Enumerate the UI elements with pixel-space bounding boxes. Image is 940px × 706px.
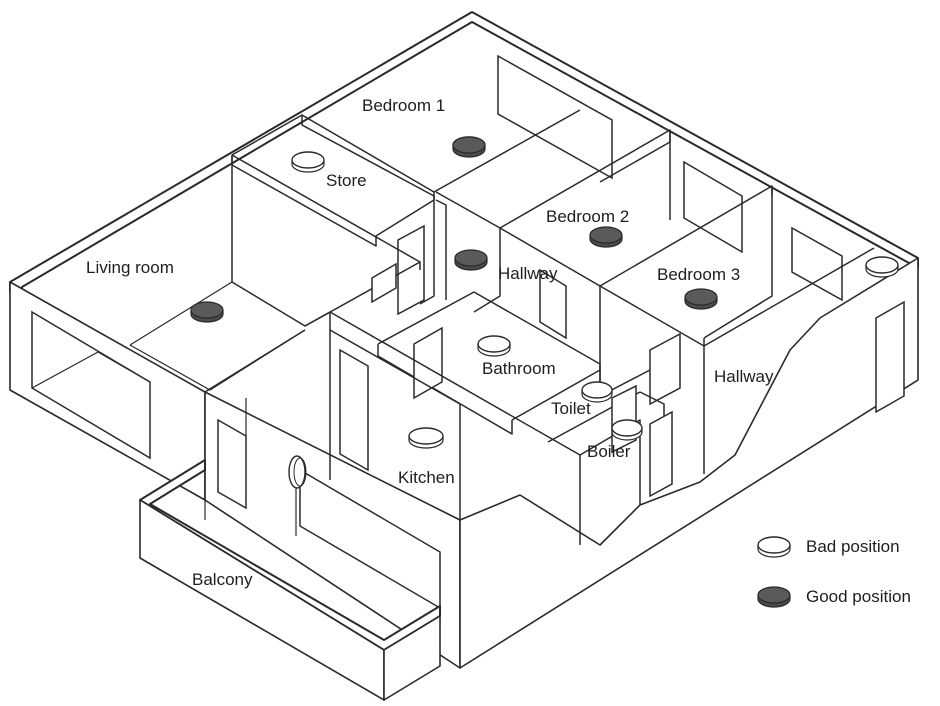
bedroom3-marker <box>684 288 718 310</box>
legend: Bad position Good position <box>757 536 911 608</box>
hallway-center-marker <box>454 249 488 271</box>
kitchen-marker <box>408 427 444 449</box>
label-boiler: Boiler <box>587 442 631 461</box>
bedroom3-window <box>791 226 843 302</box>
hallway-wall <box>435 191 501 313</box>
label-toilet: Toilet <box>551 399 591 418</box>
bedroom2-window <box>683 160 743 254</box>
bedroom2-marker <box>589 226 623 248</box>
legend-good-label: Good position <box>806 587 911 606</box>
store-door <box>397 224 425 316</box>
label-bedroom1: Bedroom 1 <box>362 96 445 115</box>
store-marker <box>291 151 325 173</box>
toilet-wall <box>511 369 601 421</box>
bedroom1-window <box>497 54 613 180</box>
label-hallway-right: Hallway <box>714 367 774 386</box>
label-balcony: Balcony <box>192 570 253 589</box>
boiler-wall <box>579 419 641 505</box>
legend-bad-label: Bad position <box>806 537 900 556</box>
window-sill-line <box>97 351 151 383</box>
bedroom3-divider <box>703 186 773 339</box>
window-sill-line <box>31 351 99 389</box>
kitchen-front-edge <box>329 329 461 520</box>
legend-good-marker <box>757 586 791 608</box>
label-bedroom3: Bedroom 3 <box>657 265 740 284</box>
front-right-outer-wall <box>459 257 919 669</box>
label-bedroom2: Bedroom 2 <box>546 207 629 226</box>
legend-bad-marker <box>757 536 791 558</box>
hallway-right-marker <box>865 256 899 278</box>
balcony-door-left <box>217 418 247 510</box>
living-room-floor-edge <box>129 281 233 346</box>
kitchen-back-wall <box>329 311 581 545</box>
bathroom-wall <box>377 344 513 435</box>
hallway-door <box>539 268 567 340</box>
store-front-wall <box>231 155 435 247</box>
kitchen-door <box>339 348 369 472</box>
bathroom-marker <box>477 335 511 357</box>
balcony-wall-marker <box>288 455 307 489</box>
label-bathroom: Bathroom <box>482 359 556 378</box>
bedroom1-marker <box>452 136 486 158</box>
living-room-marker <box>190 301 224 323</box>
living-room-door <box>371 262 397 304</box>
bedroom3-wall <box>599 286 651 397</box>
balcony-inner-wall <box>204 329 306 393</box>
hallway-wall <box>435 199 447 300</box>
store-right-wall <box>419 192 435 305</box>
toilet-marker <box>581 381 613 403</box>
living-room-divider <box>231 154 421 263</box>
boiler-marker <box>611 419 643 441</box>
label-living-room: Living room <box>86 258 174 277</box>
bathroom-door <box>413 326 443 400</box>
label-kitchen: Kitchen <box>398 468 455 487</box>
label-hallway-center: Hallway <box>498 264 558 283</box>
bedroom3-door <box>649 332 681 406</box>
balcony-side-wall <box>383 615 441 701</box>
right-hallway-window <box>875 300 905 414</box>
bathroom-wall <box>377 291 601 396</box>
boiler-door <box>649 410 673 498</box>
label-store: Store <box>326 171 367 190</box>
